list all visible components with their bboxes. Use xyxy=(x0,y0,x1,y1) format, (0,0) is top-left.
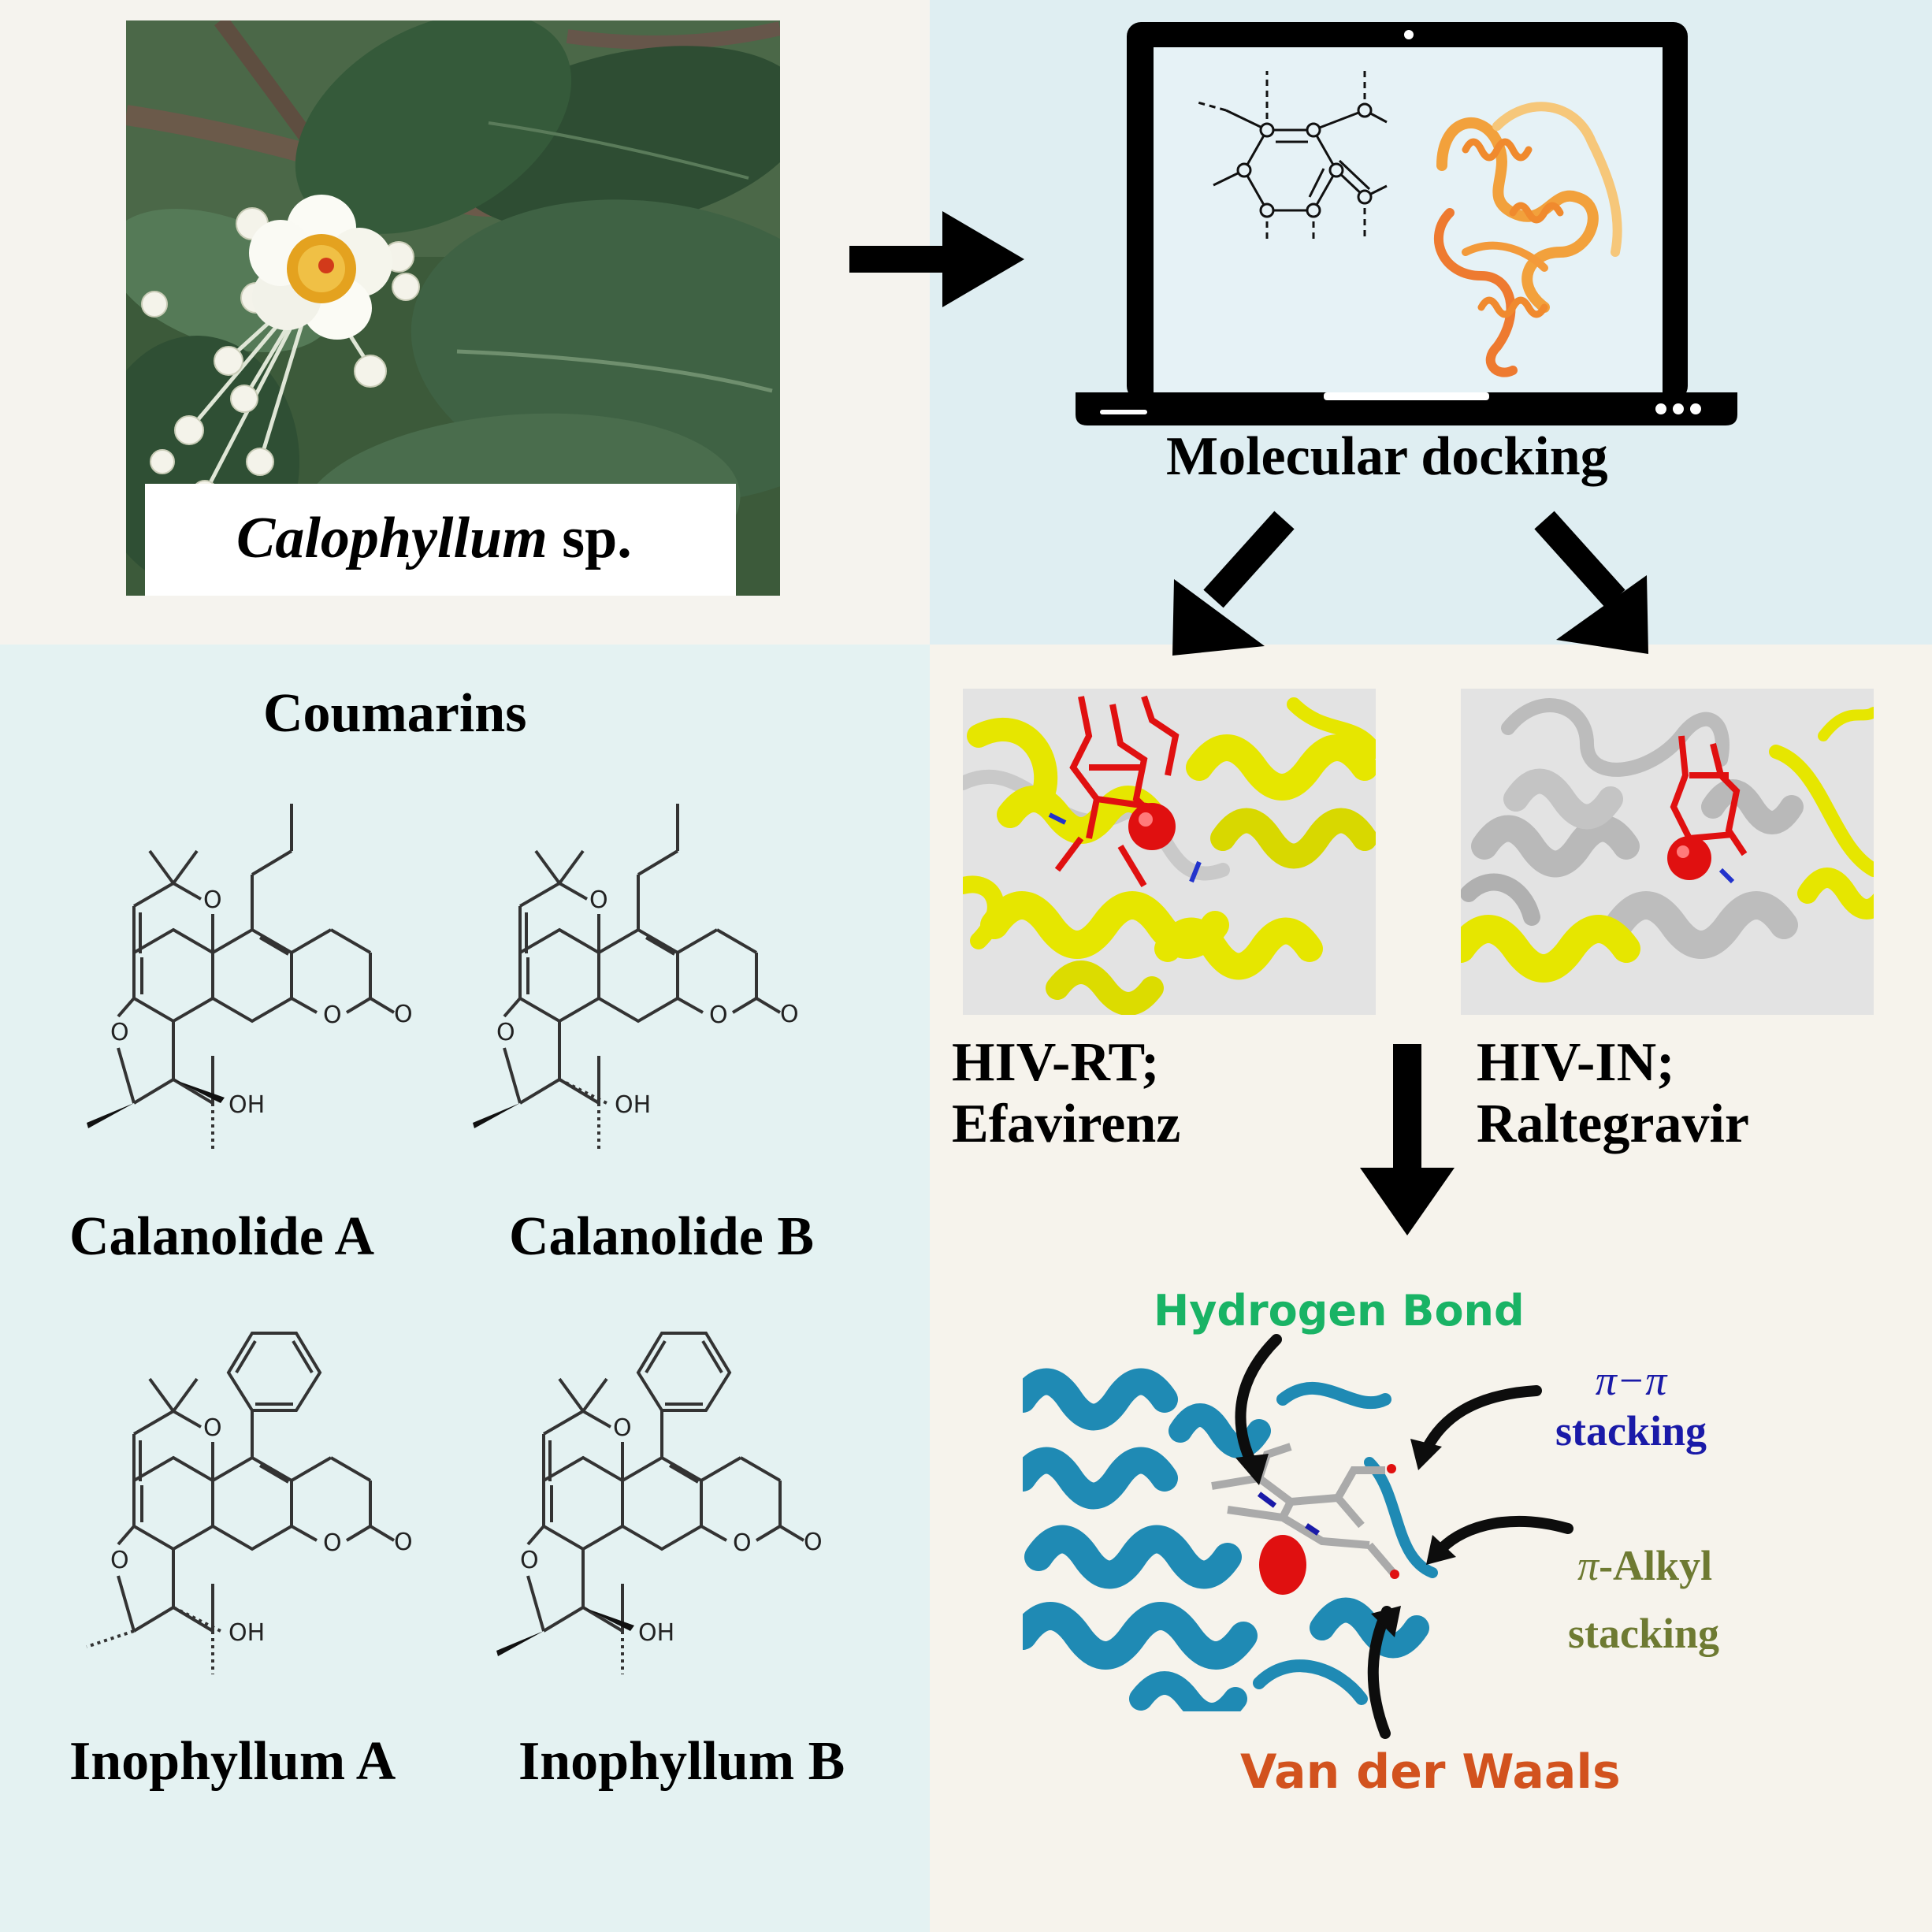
inophyllum-b-structure: O O O O OH xyxy=(496,1332,823,1674)
inophyllum-a-label: Inophyllum A xyxy=(69,1731,396,1792)
hiv-rt-target: HIV-RT; xyxy=(952,1032,1160,1093)
ring-oxygen-1: O xyxy=(110,1547,129,1574)
interaction-render xyxy=(1023,1368,1503,1711)
laptop-screen xyxy=(1154,47,1663,394)
ring-oxygen-2: O xyxy=(203,1414,222,1442)
calanolide-b-label: Calanolide B xyxy=(509,1206,815,1267)
hydroxyl-label: OH xyxy=(228,1091,265,1119)
metal-ion xyxy=(1259,1535,1306,1595)
metal-ion xyxy=(1667,836,1711,880)
ring-oxygen-2: O xyxy=(203,886,222,914)
hiv-rt-label: HIV-RT; Efavirenz xyxy=(952,1032,1180,1155)
laptop-base xyxy=(1076,392,1737,425)
ring-oxygen-3: O xyxy=(323,1001,342,1029)
pi-pi-label: π−π stacking xyxy=(1536,1355,1726,1456)
carbonyl-oxygen: O xyxy=(804,1529,823,1556)
docking-label: Molecular docking xyxy=(1166,426,1608,487)
inophyllum-a-structure: O O O O OH xyxy=(86,1332,413,1674)
coumarins-heading: Coumarins xyxy=(263,683,527,744)
ring-oxygen-1: O xyxy=(110,1019,129,1046)
arrow-to-hiv-rt xyxy=(1172,511,1295,656)
hydrogen-bond-label: Hydrogen Bond xyxy=(1154,1286,1525,1336)
pi-alkyl-symbol: π xyxy=(1577,1542,1599,1589)
pi-pi-word: stacking xyxy=(1555,1407,1707,1455)
laptop-illustration xyxy=(1076,22,1737,425)
hiv-rt-drug: Efavirenz xyxy=(952,1094,1181,1154)
hiv-in-target: HIV-IN; xyxy=(1477,1032,1675,1093)
carbonyl-oxygen: O xyxy=(394,1529,413,1556)
ring-oxygen-2: O xyxy=(589,886,608,914)
plant-caption: Calophyllum sp. xyxy=(236,504,632,572)
ring-oxygen-3: O xyxy=(709,1001,728,1029)
genus-name: Calophyllum xyxy=(236,506,548,570)
arrow-to-interactions xyxy=(1360,1044,1455,1235)
ring-oxygen-2: O xyxy=(613,1414,632,1442)
hiv-in-drug: Raltegravir xyxy=(1477,1094,1749,1154)
carbonyl-oxygen: O xyxy=(394,1001,413,1028)
ring-oxygen-1: O xyxy=(496,1019,515,1046)
pi-pi-symbol: π−π xyxy=(1595,1357,1667,1404)
hydroxyl-label: OH xyxy=(638,1619,674,1647)
pi-alkyl-word: stacking xyxy=(1568,1610,1720,1657)
van-der-waals-label: Van der Waals xyxy=(1240,1744,1621,1800)
calanolide-b-structure: O O O O OH xyxy=(473,804,799,1150)
hiv-in-label: HIV-IN; Raltegravir xyxy=(1477,1032,1749,1155)
plant-caption-box xyxy=(145,484,736,596)
webcam-icon xyxy=(1404,30,1414,39)
pi-pi-arrow xyxy=(1421,1385,1542,1455)
protein-ribbon-icon xyxy=(1433,102,1622,377)
arrow-to-docking xyxy=(942,211,1024,307)
vdw-arrow xyxy=(1367,1606,1392,1739)
hydroxyl-label: OH xyxy=(228,1619,265,1647)
hydrogen-bond-arrow xyxy=(1235,1334,1282,1471)
pi-alkyl-rest: -Alkyl xyxy=(1599,1542,1713,1589)
arrow-to-hiv-in xyxy=(1534,511,1648,654)
ring-oxygen-3: O xyxy=(323,1529,342,1557)
calanolide-a-structure: O O O O OH xyxy=(87,804,413,1150)
hiv-in-docking-render xyxy=(1461,689,1874,1015)
ring-oxygen-1: O xyxy=(520,1547,539,1574)
pi-alkyl-label: π-Alkyl stacking xyxy=(1568,1532,1719,1667)
hydroxyl-label: OH xyxy=(615,1091,651,1119)
calanolide-a-label: Calanolide A xyxy=(69,1206,375,1267)
inophyllum-b-label: Inophyllum B xyxy=(518,1731,845,1792)
hiv-rt-docking-render xyxy=(963,689,1376,1015)
carbonyl-oxygen: O xyxy=(780,1001,799,1028)
ring-oxygen-3: O xyxy=(733,1529,752,1557)
metal-ion xyxy=(1128,803,1176,850)
species-suffix: sp. xyxy=(547,506,632,570)
pi-alkyl-arrow xyxy=(1436,1515,1573,1554)
